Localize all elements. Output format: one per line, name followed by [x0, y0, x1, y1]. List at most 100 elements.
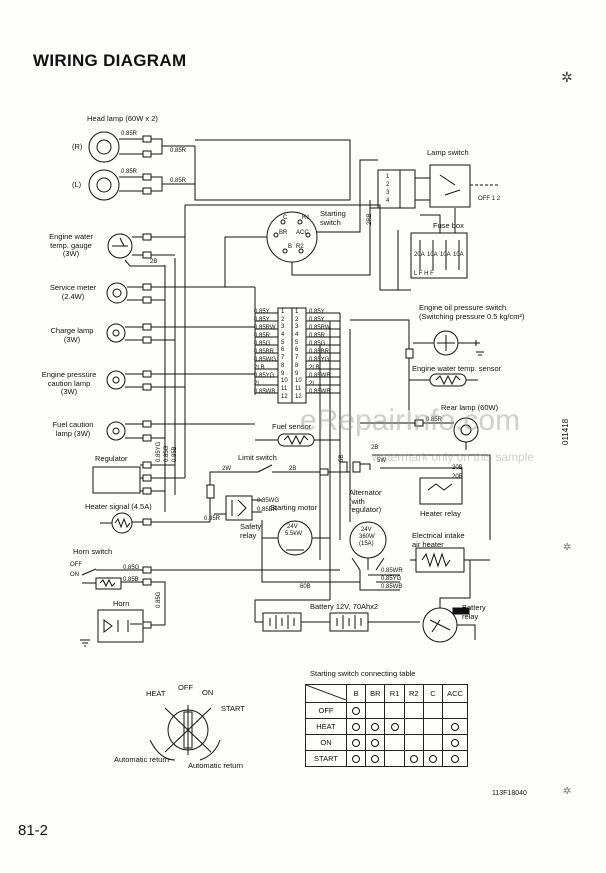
conn-right-wire: 0.85R: [309, 333, 326, 339]
wire-label: 0.85R: [170, 178, 187, 184]
conn-left-wire: 0.85WB: [254, 389, 276, 395]
conn-right-wire: 0.85BR: [309, 349, 330, 355]
charge-lamp-line1: Charge lamp: [50, 326, 94, 335]
connection-circle-icon: [371, 754, 380, 763]
empty-cell: [403, 734, 424, 751]
wire-label: 0.85R: [121, 169, 138, 175]
conn-left-wire: 0.85RW: [254, 325, 276, 331]
battery-relay-line1: Battery: [462, 603, 486, 612]
ss-terminal-br: BR: [279, 230, 288, 236]
water-gauge-line2: temp. gauge: [50, 240, 92, 250]
conn-pin: 9: [281, 370, 285, 377]
wire-label: 0.85WB: [381, 584, 403, 590]
empty-cell: [365, 702, 386, 719]
lamp-switch-contact-2: 2: [386, 182, 390, 188]
conn-pin: 4: [281, 332, 285, 339]
connection-circle-icon: [371, 738, 380, 747]
key-switch-diagram: [149, 705, 221, 761]
table-header: R1: [384, 684, 405, 703]
wire-label: 0.85R: [426, 417, 443, 423]
conn-pin: 10: [295, 378, 302, 385]
regulator-box: [92, 466, 141, 494]
fuse-box-label: Fuse box: [433, 221, 464, 230]
table-row-label: START: [305, 750, 347, 767]
empty-cell: [403, 718, 424, 735]
table-header: C: [422, 684, 444, 703]
conn-pin: 2: [295, 316, 299, 323]
limit-switch-label: Limit switch: [238, 453, 277, 462]
conn-pin: 8: [281, 362, 285, 369]
horn-switch-label: Horn switch: [73, 547, 113, 556]
wire-label: 0.85R: [170, 148, 187, 154]
key-heat-label: HEAT: [146, 689, 166, 698]
pressure-lamp-line1: Engine pressure: [41, 370, 97, 379]
conn-pin: 2: [281, 316, 285, 323]
conn-pin: 12: [281, 393, 288, 400]
connection-mark: [345, 718, 367, 735]
connection-circle-icon: [390, 722, 399, 731]
connection-circle-icon: [451, 738, 460, 747]
lamp-switch-contact-1: 1: [386, 174, 390, 180]
heater-relay-label: Heater relay: [420, 509, 461, 518]
table-header: ACC: [442, 684, 468, 703]
alternator-rating-1: 24V: [361, 527, 372, 533]
key-auto-return-2: Automatic return: [188, 761, 244, 770]
connection-mark: [365, 750, 386, 767]
pressure-lamp-label: Engine pressure caution lamp (3W): [36, 370, 102, 397]
connection-circle-icon: [352, 722, 361, 731]
empty-cell: [422, 718, 444, 735]
rear-lamp-label: Rear lamp (60W): [441, 403, 499, 412]
table-row: OFF: [305, 702, 468, 719]
water-temp-sensor-icon: [429, 373, 467, 387]
battery-label: Battery 12V, 70Ahx2: [310, 602, 379, 611]
conn-left-wire: 2L: [254, 381, 261, 387]
connection-circle-icon: [352, 754, 361, 763]
fuel-caution-line1: Fuel caution: [52, 420, 94, 429]
conn-pin: 8: [295, 362, 299, 369]
service-meter-line1: Service meter: [49, 283, 97, 292]
connection-mark: [365, 734, 386, 751]
fuse-3: 10A: [440, 252, 451, 258]
conn-right-wire: 0.85WB: [309, 389, 331, 395]
wire-label: 20B: [452, 465, 463, 471]
watermark-note: watermark only on this sample: [372, 450, 535, 464]
wire-label: 0.85YG: [156, 441, 162, 462]
battery-relay-line2: relay: [462, 611, 479, 621]
wire-label: 5W: [377, 458, 386, 464]
intake-heater-label: Electrical intake air heater: [412, 531, 465, 549]
regulator-label: Regulator: [95, 454, 128, 463]
table-header-row: B BR R1 R2 C ACC: [305, 684, 468, 703]
head-lamp-r-icon: [88, 131, 120, 163]
table-header: BR: [365, 684, 386, 703]
wire-label: 0.85BR: [257, 507, 278, 513]
connection-circle-icon: [409, 754, 418, 763]
heater-signal-label: Heater signal (4.5A): [85, 502, 152, 511]
connector-pin-numbers: 1 2 3 4 5 6 7 8 9 10 11 12: [281, 309, 288, 401]
connecting-table-caption: Starting switch connecting table: [310, 669, 416, 678]
wire-label: 2B: [150, 259, 158, 265]
fuel-sensor-label: Fuel sensor: [272, 422, 312, 431]
head-lamp-r-label: (R): [72, 142, 83, 151]
water-gauge-label: Engine water temp. gauge (3W): [40, 232, 102, 259]
oil-pressure-line2: (Switching pressure 0.5 kg/cm²): [419, 311, 525, 321]
fuse-4: 10A: [453, 252, 464, 258]
conn-pin: 5: [295, 339, 299, 346]
conn-left-wire: 0.85R: [254, 333, 271, 339]
lamp-switch-label: Lamp switch: [427, 148, 469, 157]
head-lamp-label: Head lamp (60W x 2): [87, 114, 158, 123]
starting-motor-rating-2: 5.5kW: [285, 531, 303, 537]
starting-switch-label: Starting switch: [320, 209, 346, 227]
corner-diagonal: [305, 684, 347, 701]
page-stain-icon: ✲: [561, 69, 573, 85]
pressure-lamp-icon: [106, 370, 126, 390]
conn-pin: 11: [295, 385, 302, 392]
page-stain-icon: ✲: [563, 542, 572, 553]
connection-mark: [442, 750, 468, 767]
wire-label: 2B: [289, 466, 297, 472]
conn-right-wire: 2LB: [309, 365, 320, 371]
lamp-switch-contact-3: 3: [386, 190, 390, 196]
table-corner-cell: [305, 684, 347, 703]
